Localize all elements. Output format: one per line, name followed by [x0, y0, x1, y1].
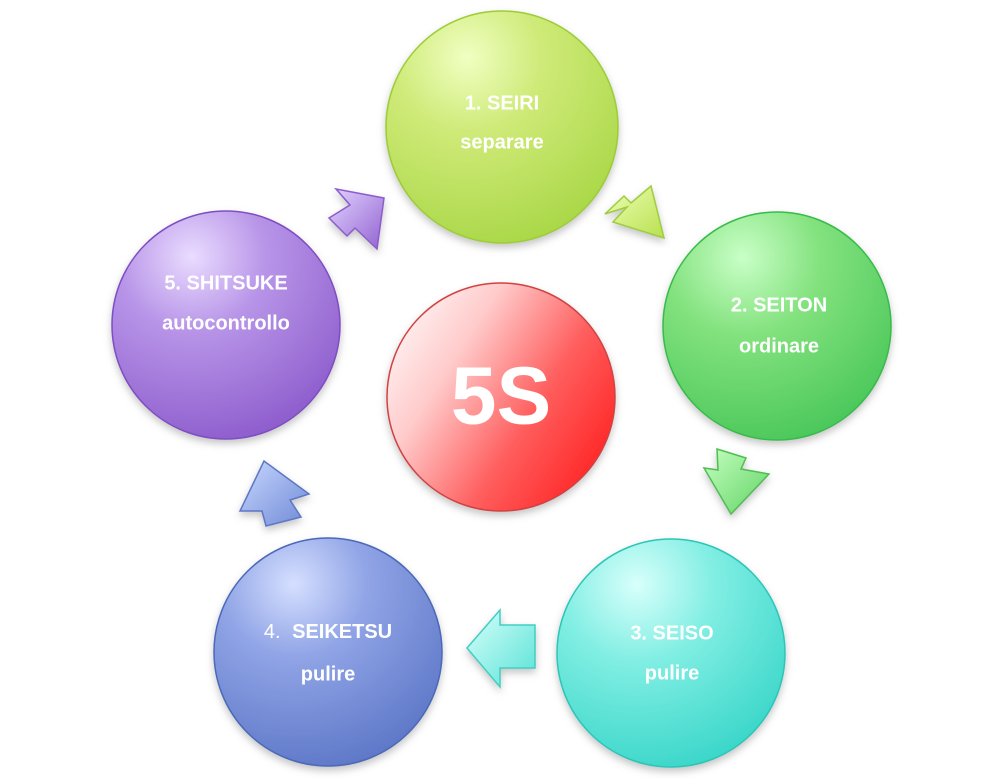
seiso-title: 3. SEISO — [630, 622, 713, 644]
center-5s-circle: 5S — [386, 282, 616, 512]
shitsuke-title: 5. SHITSUKE — [164, 272, 287, 294]
seiton-title: 2. SEITON — [731, 294, 827, 316]
arrow-3-to-4 — [466, 607, 536, 690]
seiketsu-name: SEIKETSU — [292, 621, 392, 643]
circle-seiri: 1. SEIRI separare — [385, 10, 619, 244]
circle-shitsuke: 5. SHITSUKE autocontrollo — [111, 210, 341, 440]
arrow-5-to-1 — [327, 187, 385, 251]
seiri-title: 1. SEIRI — [465, 92, 539, 114]
seiton-subtitle: ordinare — [739, 335, 819, 357]
seiketsu-title: 4. SEIKETSU — [264, 621, 392, 643]
arrow-2-to-3 — [702, 447, 771, 516]
seiri-subtitle: separare — [460, 131, 543, 153]
arrow-1-to-2 — [604, 184, 666, 240]
seiketsu-number: 4. — [264, 621, 281, 643]
arrow-4-to-5 — [238, 459, 311, 527]
seiso-subtitle: pulire — [645, 662, 699, 684]
center-5s-label: 5S — [451, 351, 551, 442]
circle-seiketsu: 4. SEIKETSU pulire — [213, 537, 443, 767]
circle-seiton: 2. SEITON ordinare — [662, 211, 892, 441]
shitsuke-subtitle: autocontrollo — [162, 312, 290, 334]
seiketsu-subtitle: pulire — [301, 663, 355, 685]
circle-seiso: 3. SEISO pulire — [556, 538, 786, 768]
